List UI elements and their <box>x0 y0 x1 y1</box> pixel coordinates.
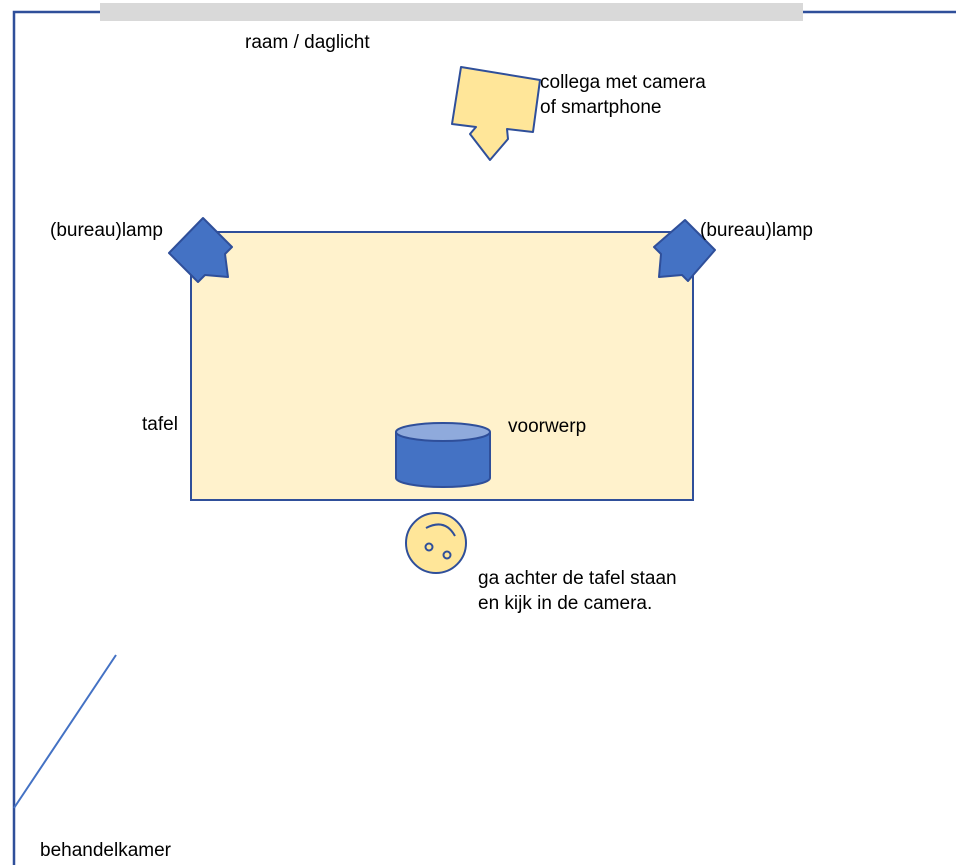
person-label-line1: ga achter de tafel staan <box>478 568 677 589</box>
window <box>100 3 803 21</box>
person-label: ga achter de tafel staan en kijk in de c… <box>478 566 677 616</box>
door <box>13 654 117 809</box>
object-label: voorwerp <box>508 416 587 437</box>
cylinder-object-icon <box>395 422 491 488</box>
lamp-left-label: (bureau)lamp <box>50 220 163 241</box>
room-wall <box>12 10 100 865</box>
table-label: tafel <box>142 414 178 435</box>
camera-operator-icon <box>451 66 541 161</box>
room-label: behandelkamer <box>40 840 171 861</box>
desk-lamp-icon <box>168 217 233 283</box>
window-label: raam / daglicht <box>245 32 370 53</box>
desk-lamp-icon <box>653 219 716 282</box>
lamp-right-label: (bureau)lamp <box>700 220 813 241</box>
colleague-label-line1: collega met camera <box>540 72 706 93</box>
person-label-line2: en kijk in de camera. <box>478 593 653 614</box>
person-icon <box>405 512 467 574</box>
colleague-label: collega met camera of smartphone <box>540 70 706 120</box>
colleague-label-line2: of smartphone <box>540 97 662 118</box>
